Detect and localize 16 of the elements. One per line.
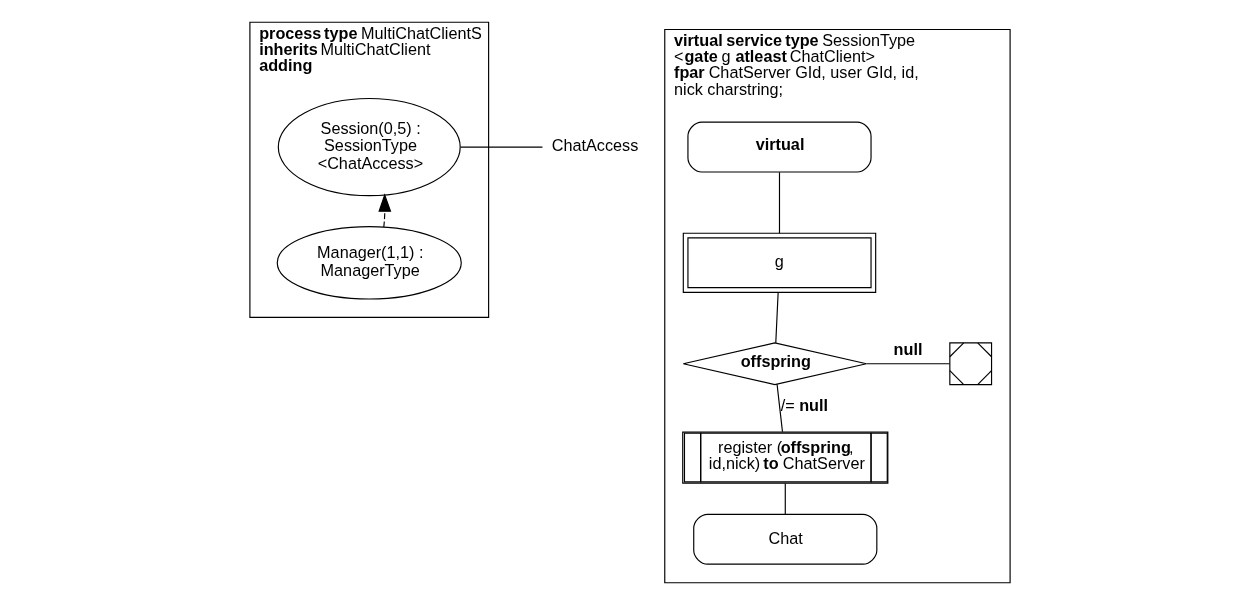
node-ellipse: Manager(1,1) : ManagerType — [276, 226, 462, 300]
arrow — [377, 193, 391, 228]
connector — [778, 171, 780, 234]
edge-label: /= null — [780, 396, 828, 415]
connector — [784, 482, 786, 515]
node-diamond: offspring — [682, 342, 867, 386]
connector — [459, 146, 543, 148]
node-box: virtual — [686, 121, 872, 173]
connector — [776, 383, 783, 433]
node-text: ChatAccess — [551, 136, 638, 155]
node-box: Chat — [692, 513, 877, 565]
edge-label: null — [893, 339, 922, 358]
node-ellipse: Session(0,5) : SessionType <ChatAccess> — [277, 97, 461, 197]
node-box: g — [682, 232, 876, 293]
connector — [865, 363, 950, 365]
connector — [774, 291, 779, 344]
